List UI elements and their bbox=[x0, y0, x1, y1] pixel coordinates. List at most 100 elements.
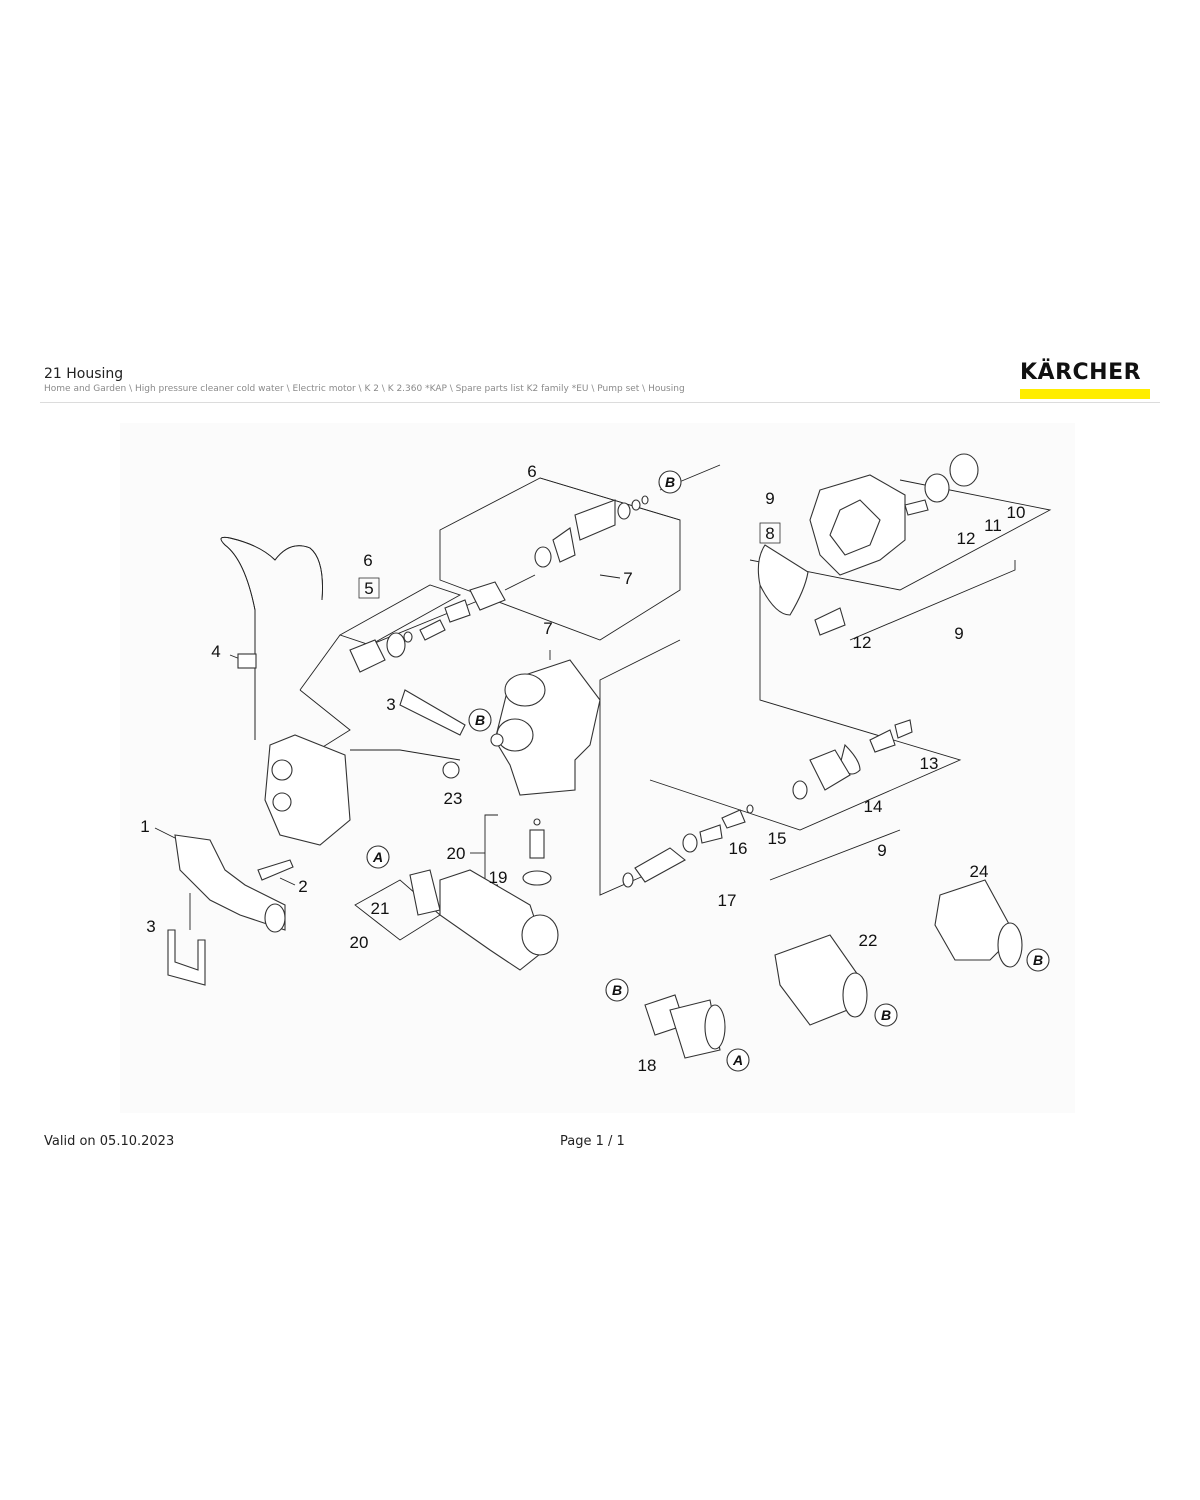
screw-part-2 bbox=[257, 859, 294, 881]
oring-small-6 bbox=[631, 499, 641, 511]
ref-b1-circle bbox=[658, 470, 682, 494]
leader-7 bbox=[599, 574, 621, 579]
adapter-20 bbox=[439, 869, 546, 971]
ref-b3: B bbox=[612, 982, 622, 998]
callout-20-lower: 20 bbox=[350, 933, 369, 952]
ref-a2-circle bbox=[726, 1048, 750, 1072]
oring-16 bbox=[682, 833, 698, 853]
bolt-12-upper bbox=[904, 499, 929, 516]
callout-4: 4 bbox=[211, 642, 220, 661]
box-8 bbox=[759, 522, 781, 544]
page-title: 21 Housing bbox=[44, 366, 124, 382]
callout-23: 23 bbox=[444, 789, 463, 808]
leader-5-frame bbox=[339, 584, 462, 646]
ref-a1-circle bbox=[366, 845, 390, 869]
coupling-18-face bbox=[704, 1004, 726, 1050]
ref-b5: B bbox=[1033, 952, 1043, 968]
leader-6-top bbox=[539, 477, 681, 521]
box-5 bbox=[358, 577, 380, 599]
filter-21 bbox=[409, 869, 441, 916]
ring-11 bbox=[924, 473, 950, 503]
disc-6 bbox=[617, 502, 631, 520]
ref-a1: A bbox=[372, 849, 383, 865]
valve-13 bbox=[894, 719, 913, 739]
plunger-17 bbox=[634, 847, 686, 883]
brand-logo: KÄRCHER bbox=[1020, 360, 1150, 399]
callout-20-upper: 20 bbox=[447, 844, 466, 863]
clip-part-3-upper bbox=[399, 689, 466, 736]
oring-5 bbox=[386, 632, 406, 658]
callout-10: 10 bbox=[1007, 503, 1026, 522]
callout-3-lower: 3 bbox=[146, 917, 155, 936]
coupling-22-face bbox=[842, 972, 868, 1018]
ball-6 bbox=[641, 495, 649, 505]
logo-text: KÄRCHER bbox=[1020, 360, 1142, 385]
leader-9-b bbox=[769, 829, 901, 881]
washer-6 bbox=[552, 527, 576, 563]
oring-6 bbox=[534, 546, 552, 568]
callout-17: 17 bbox=[718, 891, 737, 910]
spring-6 bbox=[574, 499, 616, 541]
callout-12-lower: 12 bbox=[853, 633, 872, 652]
callout-11: 11 bbox=[984, 516, 1002, 535]
plug-14 bbox=[809, 749, 851, 791]
callout-21: 21 bbox=[371, 899, 390, 918]
oring-23 bbox=[442, 761, 460, 779]
callout-numbers: 6 7 6 5 9 8 10 11 12 12 9 4 7 3 23 13 14… bbox=[140, 462, 1025, 1075]
leader-9-lower bbox=[849, 560, 1016, 641]
oring-small-5 bbox=[403, 631, 413, 643]
ref-b5-circle bbox=[1026, 948, 1050, 972]
callout-9-right: 9 bbox=[954, 624, 963, 643]
coupling-24-face bbox=[997, 922, 1023, 968]
oring-14 bbox=[792, 780, 808, 800]
callout-5: 5 bbox=[364, 579, 373, 598]
callout-12-upper: 12 bbox=[957, 529, 976, 548]
callout-15: 15 bbox=[768, 829, 787, 848]
callout-13: 13 bbox=[920, 754, 939, 773]
part-15-a bbox=[721, 809, 746, 829]
spring-16 bbox=[699, 824, 723, 844]
callout-24: 24 bbox=[970, 862, 989, 881]
callout-18: 18 bbox=[638, 1056, 657, 1075]
callout-19: 19 bbox=[489, 868, 508, 887]
ref-b3-circle bbox=[605, 978, 629, 1002]
leader-23 bbox=[350, 749, 461, 761]
ref-b4-circle bbox=[874, 1003, 898, 1027]
leader-9-frame bbox=[749, 479, 1052, 591]
callout-6-top: 6 bbox=[527, 462, 536, 481]
ref-b4: B bbox=[881, 1007, 891, 1023]
callout-3-upper: 3 bbox=[386, 695, 395, 714]
callout-2: 2 bbox=[298, 877, 307, 896]
leader-2 bbox=[279, 877, 296, 886]
valve-body-6 bbox=[469, 581, 506, 611]
logo-yellow-bar bbox=[1020, 389, 1150, 399]
pump-inlet-front bbox=[496, 718, 534, 752]
leader-17-frame bbox=[599, 639, 681, 896]
adapter-20-outlet bbox=[521, 914, 559, 956]
valve-5 bbox=[444, 599, 471, 623]
callout-6-small: 6 bbox=[363, 551, 372, 570]
valve-seat-5 bbox=[349, 639, 386, 673]
exploded-parts-diagram: B B A B A B B 6 7 6 5 9 8 10 11 12 12 9 … bbox=[120, 423, 1075, 1113]
hose-part-4 bbox=[220, 536, 323, 740]
diagram-svg: B B A B A B B 6 7 6 5 9 8 10 11 12 12 9 … bbox=[140, 453, 1052, 1075]
oring-17 bbox=[622, 872, 634, 888]
valid-date: Valid on 05.10.2023 bbox=[44, 1134, 175, 1149]
spring-13 bbox=[869, 729, 896, 753]
clip-part-4 bbox=[237, 653, 257, 669]
parts bbox=[167, 453, 1023, 1059]
nut-10 bbox=[949, 453, 979, 487]
callout-9-top: 9 bbox=[765, 489, 774, 508]
elbow-thread-1 bbox=[264, 903, 286, 933]
pump-inlet-top bbox=[504, 673, 546, 707]
ref-b1: B bbox=[665, 474, 675, 490]
callout-9-lower: 9 bbox=[877, 841, 886, 860]
header-divider bbox=[40, 402, 1160, 403]
callout-14: 14 bbox=[864, 797, 883, 816]
seal-part-8 bbox=[757, 544, 809, 616]
valve-20 bbox=[529, 829, 545, 859]
pump-nipple bbox=[490, 733, 504, 747]
ref-b2: B bbox=[475, 712, 485, 728]
leader-5-lines bbox=[299, 599, 481, 691]
ref-a2: A bbox=[732, 1052, 743, 1068]
